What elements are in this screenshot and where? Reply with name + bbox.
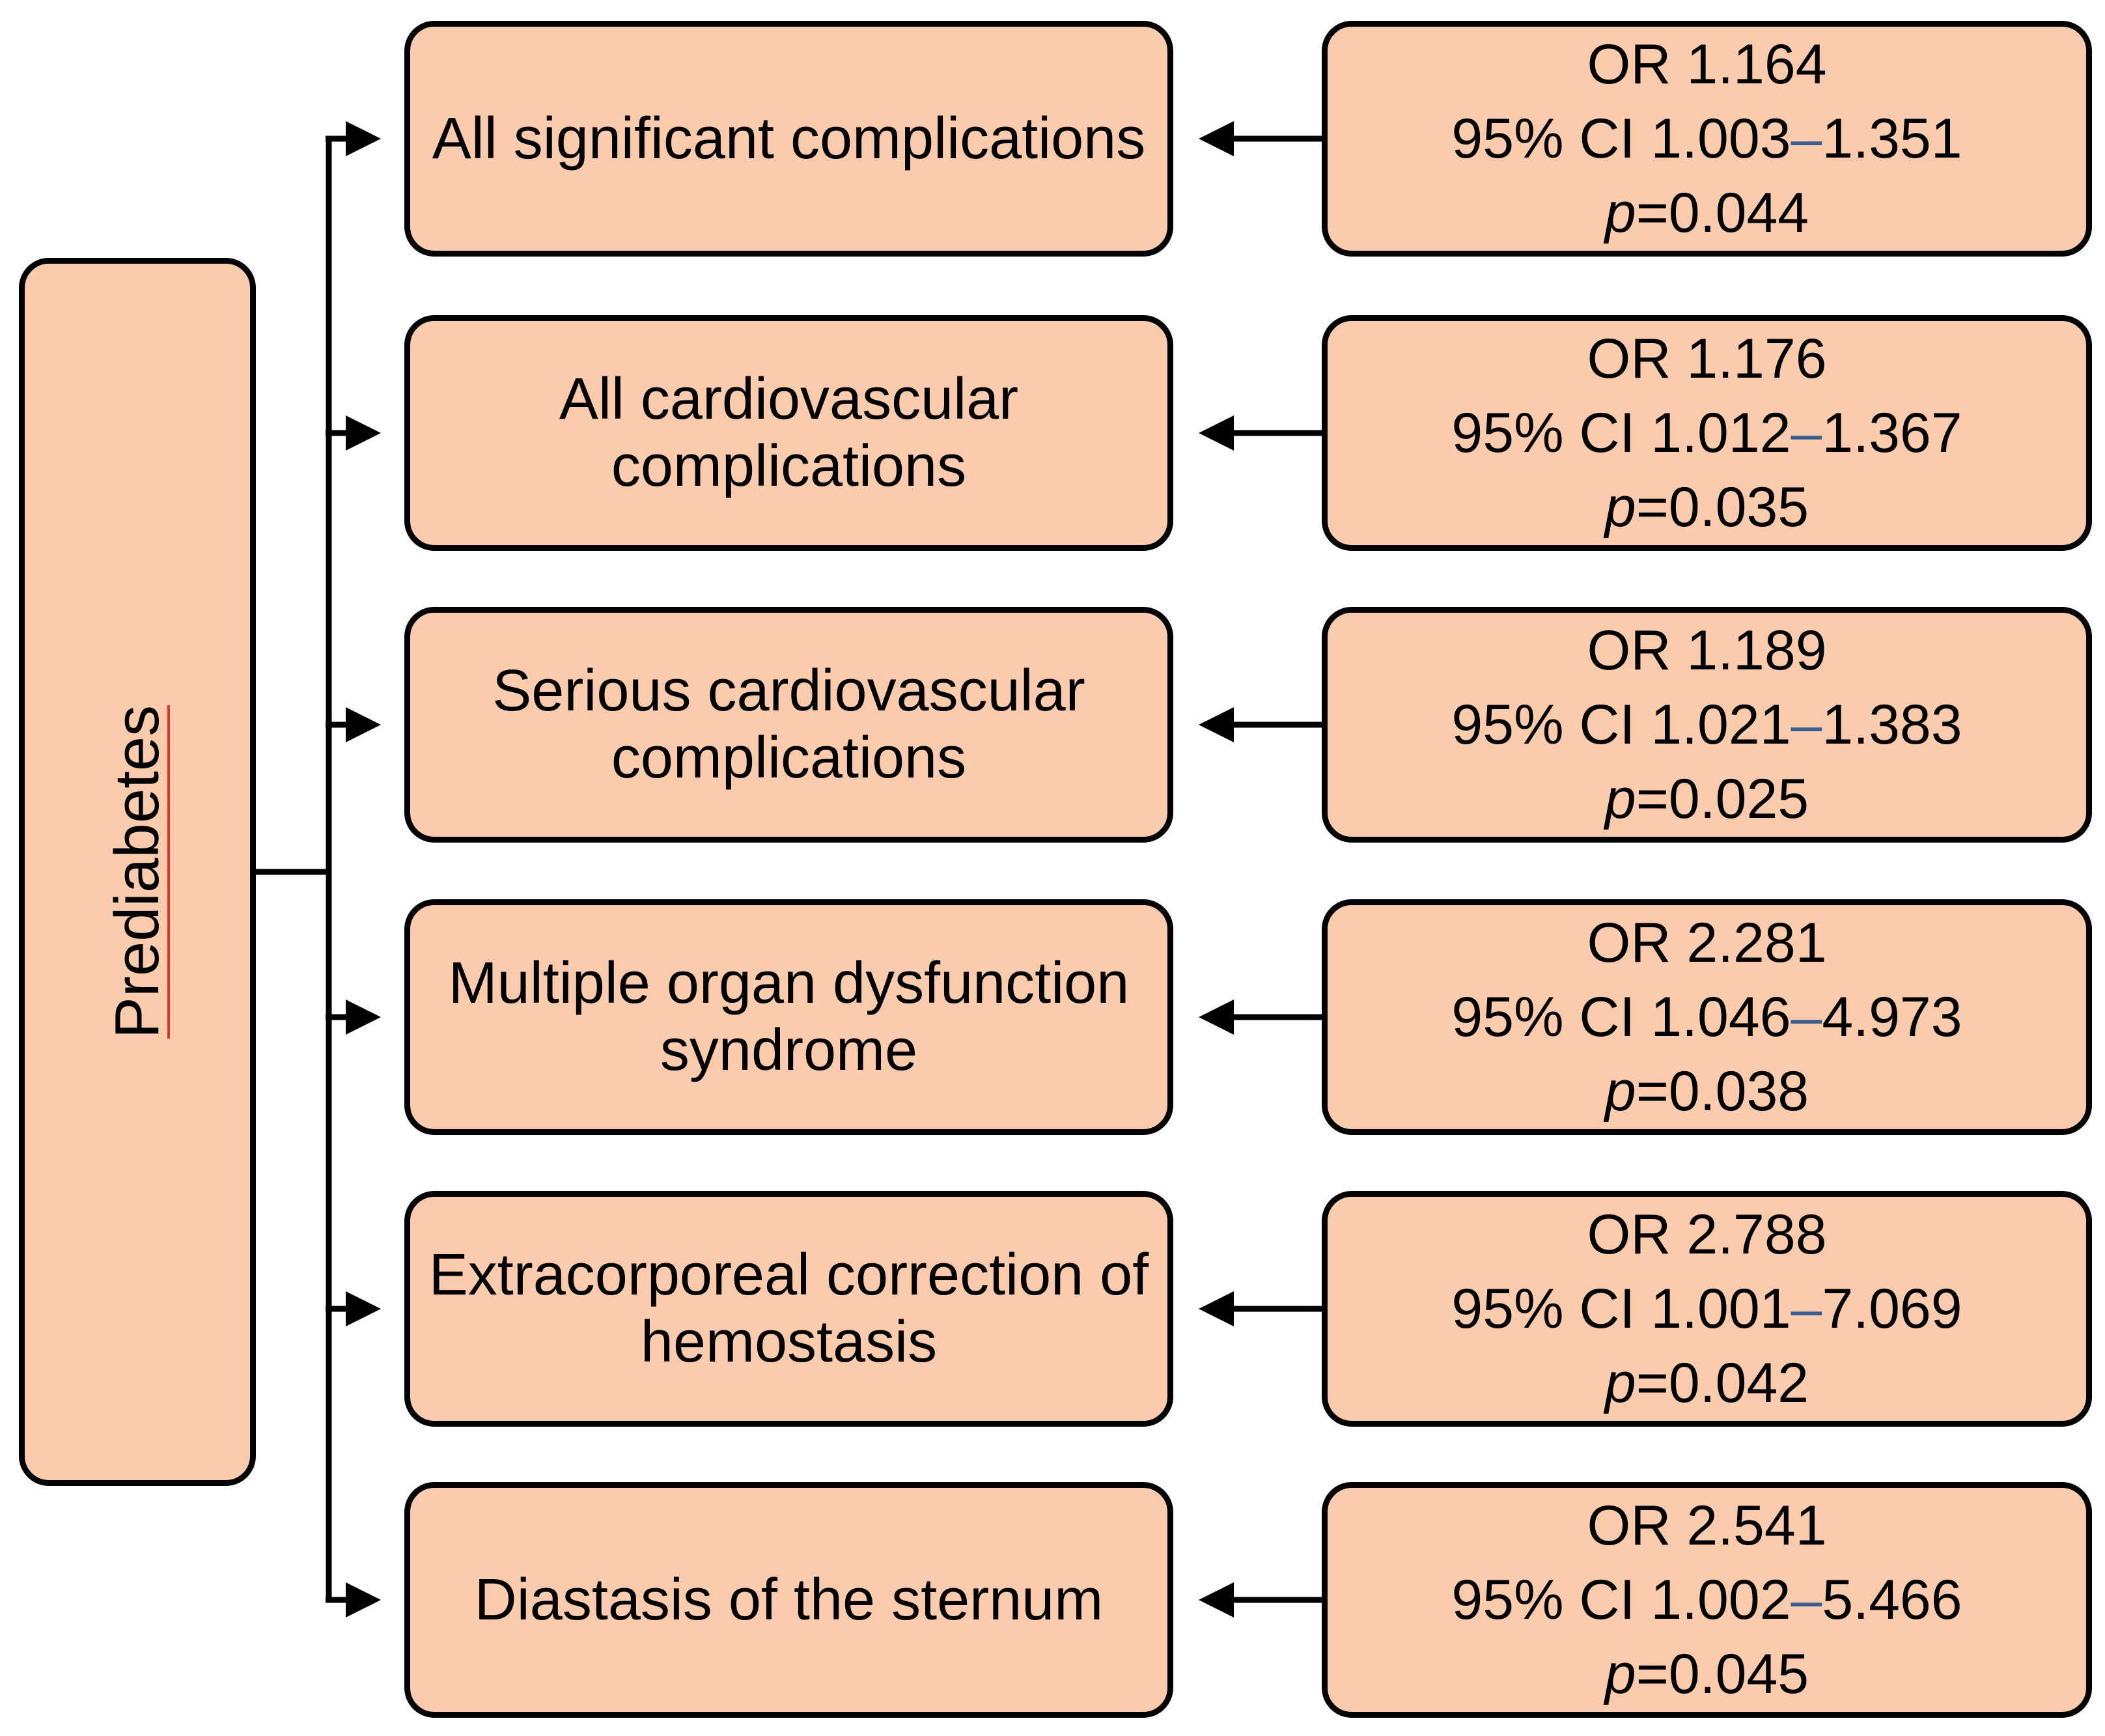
odds-ratio-2: OR 1.176 — [1587, 328, 1827, 390]
stat-box-2: OR 1.176 95% CI 1.012–1.367 p=0.035 — [1322, 315, 2092, 551]
confidence-interval-5: 95% CI 1.001–7.069 — [1451, 1278, 1962, 1340]
ci-dash-5: – — [1791, 1278, 1822, 1340]
confidence-interval-1: 95% CI 1.003–1.351 — [1451, 107, 1962, 170]
odds-ratio-6: OR 2.541 — [1587, 1494, 1827, 1557]
outcome-box-5: Extracorporeal correction of hemostasis — [404, 1191, 1173, 1427]
outcome-label-1: All significant complications — [432, 105, 1146, 171]
outcome-label-5: Extracorporeal correction of hemostasis — [428, 1242, 1149, 1375]
stat-box-4: OR 2.281 95% CI 1.046–4.973 p=0.038 — [1322, 899, 2092, 1135]
odds-ratio-5: OR 2.788 — [1587, 1203, 1827, 1266]
stat-box-5: OR 2.788 95% CI 1.001–7.069 p=0.042 — [1322, 1191, 2092, 1427]
p-value-4: p=0.038 — [1604, 1060, 1809, 1123]
prediabetes-box: Prediabetes — [19, 258, 256, 1486]
confidence-interval-3: 95% CI 1.021–1.383 — [1451, 693, 1962, 756]
outcome-box-4: Multiple organ dysfunction syndrome — [404, 899, 1173, 1135]
p-value-5: p=0.042 — [1604, 1352, 1809, 1414]
stat-to-outcome-arrows — [1199, 121, 1322, 1617]
outcome-label-3: Serious cardiovascular complications — [492, 658, 1085, 791]
outcome-box-6: Diastasis of the sternum — [404, 1482, 1173, 1718]
outcome-box-1: All significant complications — [404, 21, 1173, 257]
ci-dash-1: – — [1791, 107, 1822, 170]
ci-dash-4: – — [1791, 986, 1822, 1048]
ci-dash-6: – — [1791, 1569, 1822, 1631]
outcome-label-4: Multiple organ dysfunction syndrome — [448, 951, 1130, 1083]
outcome-box-2: All cardiovascular complications — [404, 315, 1173, 551]
confidence-interval-2: 95% CI 1.012–1.367 — [1451, 402, 1962, 464]
prediabetes-label: Prediabetes — [102, 705, 172, 1039]
odds-ratio-3: OR 1.189 — [1587, 619, 1827, 682]
outcome-box-3: Serious cardiovascular complications — [404, 607, 1173, 843]
odds-ratio-1: OR 1.164 — [1587, 33, 1827, 96]
confidence-interval-4: 95% CI 1.046–4.973 — [1451, 986, 1962, 1048]
root-to-outcome-arrows — [326, 121, 381, 1617]
stat-box-1: OR 1.164 95% CI 1.003–1.351 p=0.044 — [1322, 21, 2092, 257]
stat-box-3: OR 1.189 95% CI 1.021–1.383 p=0.025 — [1322, 607, 2092, 843]
stat-box-6: OR 2.541 95% CI 1.002–5.466 p=0.045 — [1322, 1482, 2092, 1718]
p-value-2: p=0.035 — [1604, 476, 1809, 539]
p-value-3: p=0.025 — [1604, 768, 1809, 830]
ci-dash-2: – — [1791, 402, 1822, 464]
outcome-label-2: All cardiovascular complications — [559, 367, 1019, 499]
root-trunk — [256, 139, 332, 1600]
p-value-1: p=0.044 — [1604, 182, 1809, 244]
confidence-interval-6: 95% CI 1.002–5.466 — [1451, 1569, 1962, 1631]
outcome-label-6: Diastasis of the sternum — [474, 1567, 1104, 1632]
p-value-6: p=0.045 — [1604, 1643, 1809, 1705]
ci-dash-3: – — [1791, 693, 1822, 756]
odds-ratio-4: OR 2.281 — [1587, 912, 1827, 974]
